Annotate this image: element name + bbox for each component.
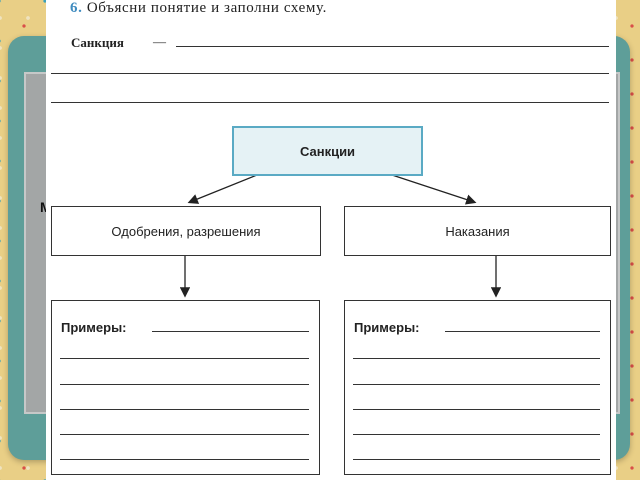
right-example-line-1[interactable] (445, 331, 600, 332)
left-examples-label: Примеры: (61, 320, 127, 335)
left-example-line-4[interactable] (60, 409, 309, 410)
definition-line-2[interactable] (51, 73, 609, 74)
left-example-line-6[interactable] (60, 459, 309, 460)
task-number: 6. (70, 0, 83, 16)
left-example-line-1[interactable] (152, 331, 309, 332)
definition-line-3[interactable] (51, 102, 609, 103)
right-branch-box: Наказания (344, 206, 611, 256)
arrow-to-right-branch (385, 172, 477, 205)
task-instruction: Объясни понятие и заполни схему. (86, 0, 327, 16)
right-example-line-2[interactable] (353, 358, 600, 359)
right-example-line-6[interactable] (353, 459, 600, 460)
right-example-line-5[interactable] (353, 434, 600, 435)
definition-line-1[interactable] (176, 46, 609, 47)
worksheet-page: 6. Объясни понятие и заполни схему. Санк… (46, 0, 616, 480)
left-branch-box: Одобрения, разрешения (51, 206, 321, 256)
task-header: 6. Объясни понятие и заполни схему. (70, 0, 327, 22)
right-examples-label: Примеры: (354, 320, 420, 335)
right-example-line-4[interactable] (353, 409, 600, 410)
term-label: Санкция (71, 35, 124, 50)
left-example-line-2[interactable] (60, 358, 309, 359)
diagram-arrows (179, 172, 502, 298)
side-letter: М (40, 199, 52, 215)
left-example-line-5[interactable] (60, 434, 309, 435)
arrow-to-left-branch (187, 172, 263, 204)
term-dash: — (153, 34, 166, 49)
right-example-line-3[interactable] (353, 384, 600, 385)
left-example-line-3[interactable] (60, 384, 309, 385)
left-examples-box: Примеры: (51, 300, 320, 475)
right-examples-box: Примеры: (344, 300, 611, 475)
root-box-sanctions: Санкции (232, 126, 423, 176)
